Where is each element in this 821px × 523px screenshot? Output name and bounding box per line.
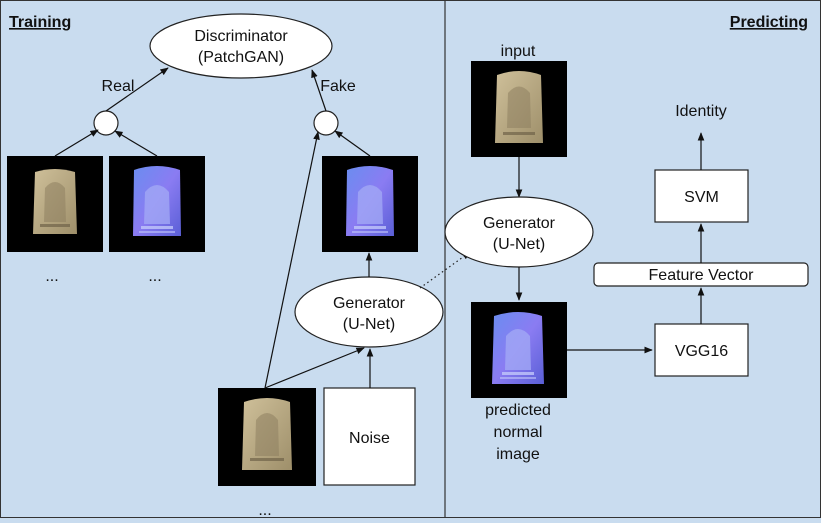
training-generator-label-line2: (U-Net) xyxy=(343,316,395,333)
training-generator-label-line1: Generator xyxy=(333,295,406,312)
input-label: input xyxy=(501,43,536,60)
output-label-line2: normal xyxy=(494,424,543,441)
real-normal-thumbnail xyxy=(109,156,205,252)
real-normal-ellipsis: ... xyxy=(148,268,161,285)
shared-generator-dotted-arrow xyxy=(419,251,471,289)
svm-node xyxy=(654,169,749,223)
predict-generator-label-line2: (U-Net) xyxy=(493,236,545,253)
noise-node xyxy=(323,387,416,486)
predicted-normal-thumbnail xyxy=(471,302,567,398)
discriminator-node xyxy=(149,13,333,79)
svm-label: SVM xyxy=(684,189,719,206)
output-label-line3: image xyxy=(496,446,540,463)
real-photo-ellipsis: ... xyxy=(45,268,58,285)
photo-to-generator-arrow xyxy=(264,347,365,389)
fake-normal-thumbnail xyxy=(322,156,418,252)
real-to-discriminator-arrow xyxy=(105,67,169,112)
feature-vector-label: Feature Vector xyxy=(649,267,755,284)
fake-join-node xyxy=(313,110,339,136)
fake-normal-to-join-arrow xyxy=(334,130,371,157)
real-normal-to-join-arrow xyxy=(114,130,158,157)
fake-label: Fake xyxy=(320,78,356,95)
predicting-title: Predicting xyxy=(730,14,808,31)
real-label: Real xyxy=(102,78,135,95)
real-photo-to-join-arrow xyxy=(54,129,99,157)
photo-to-fake-join-arrow xyxy=(264,131,320,389)
predict-generator-label-line1: Generator xyxy=(483,215,556,232)
discriminator-label-line1: Discriminator xyxy=(194,28,288,45)
training-input-thumbnail xyxy=(218,388,316,486)
training-title: Training xyxy=(9,14,71,31)
predict-input-thumbnail xyxy=(471,61,567,157)
vgg16-label: VGG16 xyxy=(675,343,728,360)
predict-generator-node xyxy=(444,196,594,268)
discriminator-label-line2: (PatchGAN) xyxy=(198,49,284,66)
real-join-node xyxy=(93,110,119,136)
real-photo-thumbnail xyxy=(7,156,103,252)
fake-to-discriminator-arrow xyxy=(311,69,327,112)
training-input-ellipsis: ... xyxy=(258,502,271,518)
noise-label: Noise xyxy=(349,430,390,447)
identity-label: Identity xyxy=(675,103,727,120)
output-label-line1: predicted xyxy=(485,402,551,419)
